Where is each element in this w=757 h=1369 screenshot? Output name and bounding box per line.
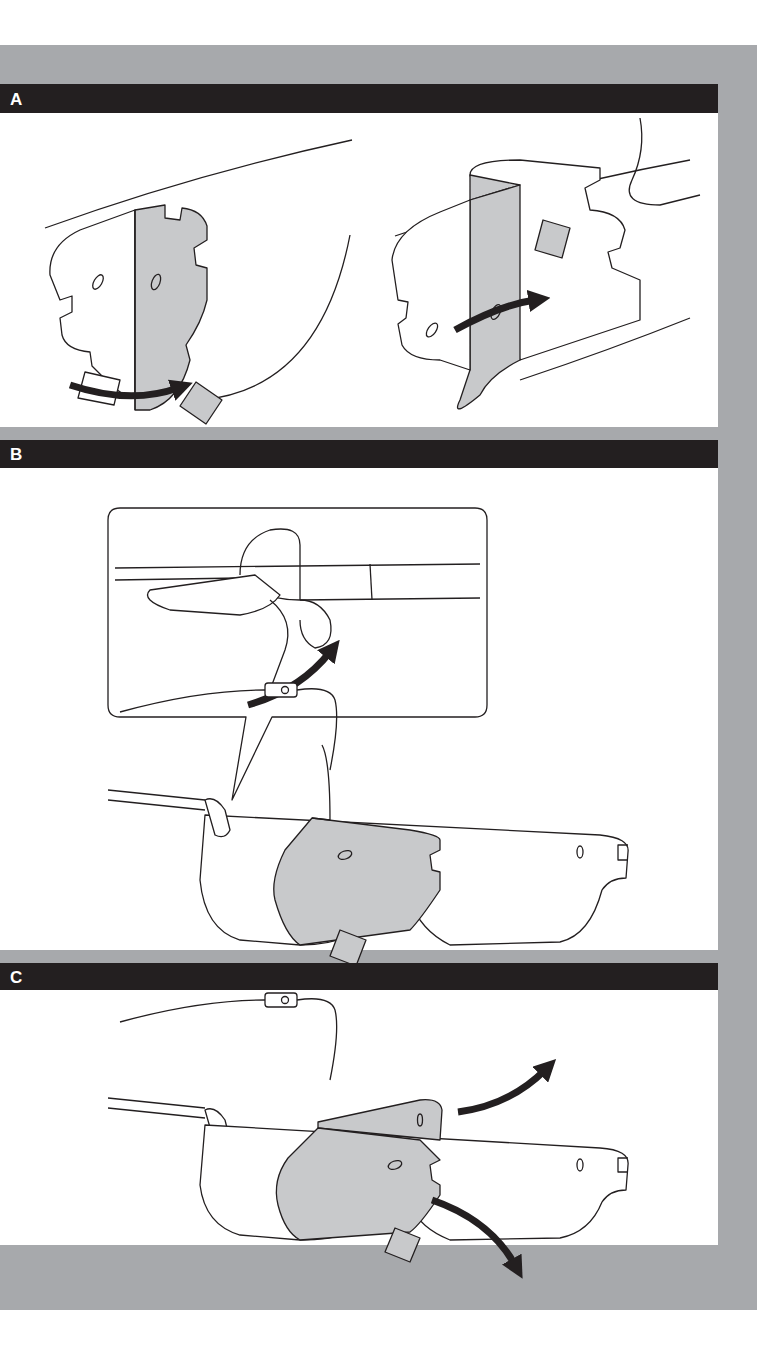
figure-b-glasses	[108, 683, 628, 966]
figure-c-glasses	[108, 993, 628, 1265]
panel-letter: A	[10, 90, 22, 110]
figure-b-inset	[108, 508, 487, 800]
figure-a-left	[45, 140, 352, 424]
panel-header: C	[0, 963, 718, 990]
gray-ground	[0, 45, 757, 1310]
panel-header: A	[0, 84, 718, 113]
panel-header: B	[0, 440, 718, 468]
panel-letter: B	[10, 445, 22, 465]
panel-b	[0, 440, 718, 950]
panel-a	[0, 84, 718, 427]
panel-c	[0, 963, 718, 1245]
panel-letter: C	[10, 968, 22, 988]
figure-a-right	[392, 118, 700, 409]
